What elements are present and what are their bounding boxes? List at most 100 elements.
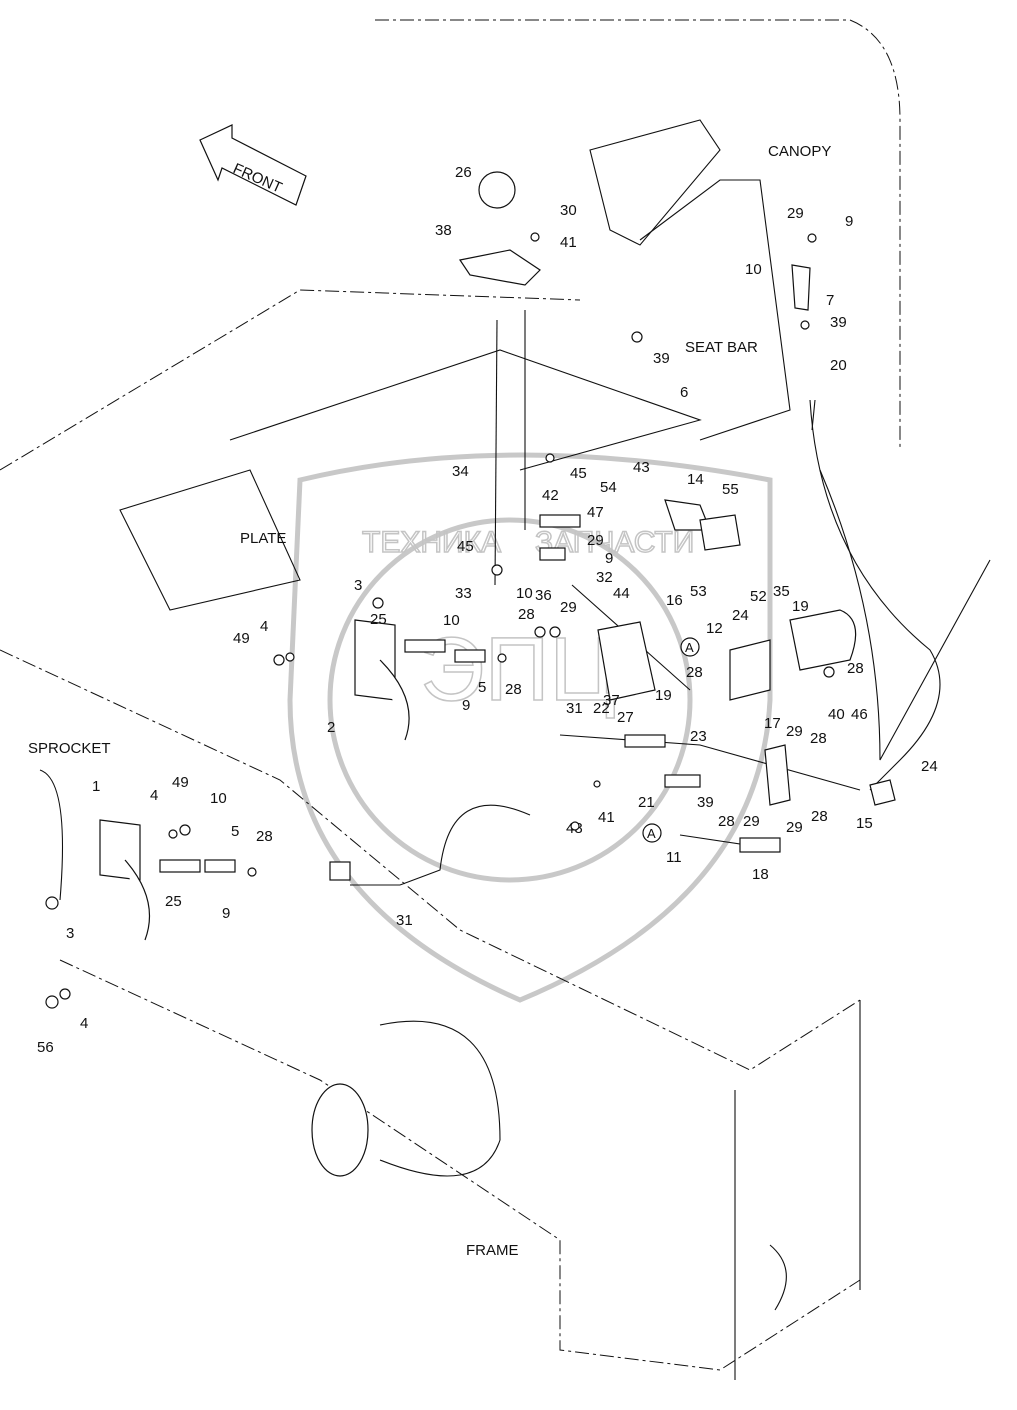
spring-18	[739, 837, 781, 853]
canopy-handle	[589, 119, 721, 246]
clevis-36	[539, 547, 566, 561]
callout: 54	[600, 479, 617, 496]
label-frame: FRAME	[466, 1242, 519, 1259]
brake-cable-21	[399, 804, 531, 886]
callout: 29	[560, 599, 577, 616]
spring-bracket-1	[124, 859, 151, 941]
callout: 4	[260, 618, 268, 635]
axle-hub	[379, 1020, 501, 1177]
lever-12	[729, 639, 771, 701]
callout: 9	[845, 213, 853, 230]
washer-4	[285, 652, 295, 662]
front-arrow: FRONT	[199, 124, 307, 206]
bolt-3b	[372, 597, 384, 609]
callout: 33	[455, 585, 472, 602]
shaft-19	[789, 609, 857, 671]
cable-end-20	[811, 399, 816, 431]
canopy-outline	[375, 19, 901, 450]
callout: 24	[732, 607, 749, 624]
callout: 28	[686, 664, 703, 681]
plate-bracket	[119, 469, 301, 611]
callout: 9	[462, 697, 470, 714]
callout: 56	[37, 1039, 54, 1056]
callout: 29	[587, 532, 604, 549]
watermark-logo: ЭПЦ	[420, 620, 616, 720]
washer-4b	[168, 829, 178, 839]
callout: 29	[787, 205, 804, 222]
label-canopy: CANOPY	[768, 143, 831, 160]
callout: 30	[560, 202, 577, 219]
callout: 16	[666, 592, 683, 609]
frame-handle	[769, 1244, 787, 1311]
front-arrow-icon	[199, 124, 307, 206]
sprocket-edge	[39, 769, 64, 901]
washer-41b	[593, 780, 601, 788]
nut-49b	[179, 824, 191, 836]
callout: 39	[830, 314, 847, 331]
callout: 6	[680, 384, 688, 401]
callout-group: 26 30 41 38 39 29 9 10 7 39 6 20 34 45 4…	[37, 164, 938, 1056]
nut-28h	[247, 867, 257, 877]
frame-lower-edge	[59, 959, 861, 1371]
clevis-5b	[204, 859, 236, 873]
callout: 24	[921, 758, 938, 775]
callout: 19	[792, 598, 809, 615]
reference-marker-a1: A	[680, 637, 700, 657]
nut-45	[545, 453, 555, 463]
callout: 53	[690, 583, 707, 600]
nut-28	[534, 626, 546, 638]
washer-29b	[549, 626, 561, 638]
callout: 10	[516, 585, 533, 602]
callout: 14	[687, 471, 704, 488]
bracket-16	[597, 621, 656, 701]
label-plate: PLATE	[240, 530, 286, 547]
callout: 28	[718, 813, 735, 830]
callout: 43	[633, 459, 650, 476]
nut-39b	[800, 320, 810, 330]
seat-bar-cable	[809, 399, 941, 791]
callout: 37	[603, 692, 620, 709]
clevis-5a	[454, 649, 486, 663]
callout: 55	[722, 481, 739, 498]
frame-upper-edge	[0, 649, 861, 1071]
spring-bracket-2	[379, 659, 410, 741]
callout: 5	[478, 679, 486, 696]
callout: 35	[773, 583, 790, 600]
callout: 49	[172, 774, 189, 791]
callout: 10	[443, 612, 460, 629]
callout: 11	[666, 849, 682, 866]
callout: 41	[560, 234, 577, 251]
callout: 20	[830, 357, 847, 374]
callout: 1	[92, 778, 100, 795]
callout: 4	[150, 787, 158, 804]
cables	[350, 310, 941, 886]
rod-34	[494, 319, 498, 586]
callout: 42	[542, 487, 559, 504]
callout: 47	[587, 504, 604, 521]
callout: 10	[745, 261, 762, 278]
callout: 36	[535, 587, 552, 604]
svg-text:A: A	[647, 826, 656, 841]
svg-text:A: A	[685, 640, 694, 655]
callout: 41	[598, 809, 615, 826]
nut-28b	[497, 653, 507, 663]
spring-23	[624, 734, 666, 748]
right-chassis	[819, 469, 991, 761]
callout: 23	[690, 728, 707, 745]
plate-panel	[229, 349, 702, 471]
nut-45b	[491, 564, 503, 576]
structure-outlines	[0, 19, 991, 1380]
callout: 9	[222, 905, 230, 922]
nut-56	[45, 995, 59, 1009]
callout: 29	[786, 819, 803, 836]
callout: 28	[518, 606, 535, 623]
callout: 28	[256, 828, 273, 845]
nut-49	[273, 654, 285, 666]
callout: 7	[826, 292, 834, 309]
adjuster-15	[869, 779, 896, 806]
nut-28c	[823, 666, 835, 678]
bolt-3	[45, 896, 59, 910]
callout: 28	[810, 730, 827, 747]
reference-marker-a2: A	[642, 823, 662, 843]
callout: 46	[851, 706, 868, 723]
